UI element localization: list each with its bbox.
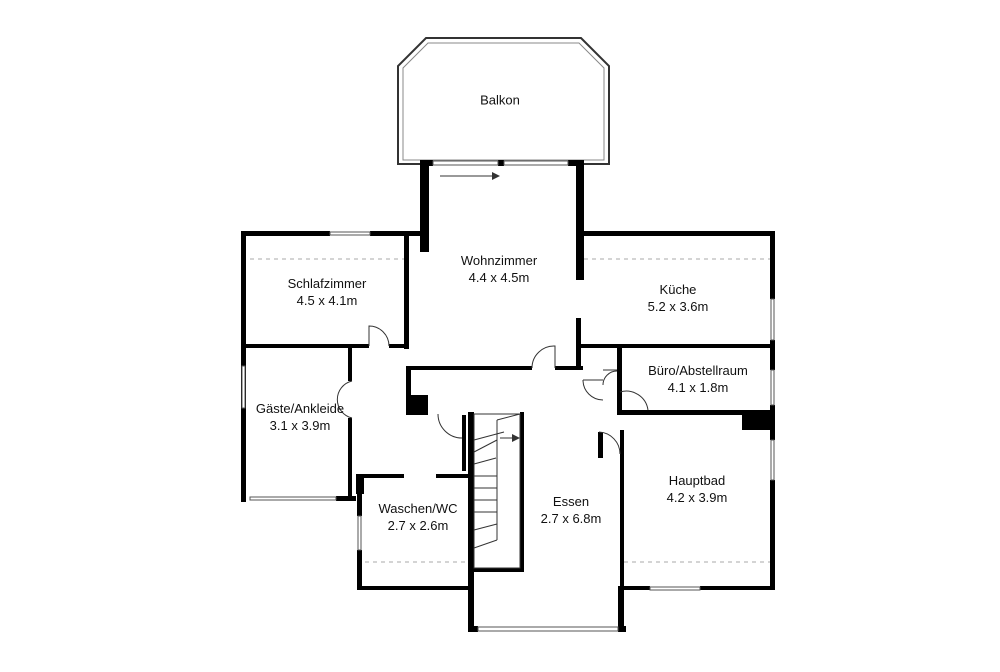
room-name: Büro/Abstellraum	[648, 363, 748, 378]
balcony-outline	[397, 37, 610, 165]
room-size: 4.4 x 4.5m	[468, 270, 530, 285]
room-size: 5.2 x 3.6m	[647, 299, 709, 314]
room-name: Küche	[659, 282, 697, 297]
sliding-door-arrow	[440, 172, 500, 180]
room-label-buero-abstellraum: Büro/Abstellraum 4.1 x 1.8m	[648, 362, 748, 396]
stairs	[473, 413, 521, 569]
room-label-gaeste-ankleide: Gäste/Ankleide 3.1 x 3.9m	[256, 400, 344, 434]
room-size: 3.1 x 3.9m	[269, 418, 331, 433]
room-name: Schlafzimmer	[287, 276, 367, 291]
room-name: Essen	[552, 494, 590, 509]
room-size: 2.7 x 6.8m	[540, 511, 602, 526]
door-swings	[336, 325, 649, 455]
room-size: 4.5 x 4.1m	[296, 293, 358, 308]
room-size: 2.7 x 2.6m	[387, 518, 449, 533]
room-label-wohnzimmer: Wohnzimmer 4.4 x 4.5m	[461, 252, 537, 286]
room-label-hauptbad: Hauptbad 4.2 x 3.9m	[667, 472, 728, 506]
room-size: 4.1 x 1.8m	[667, 380, 729, 395]
room-label-essen: Essen 2.7 x 6.8m	[541, 493, 602, 527]
room-name: Hauptbad	[668, 473, 726, 488]
room-label-balkon: Balkon	[480, 92, 520, 109]
room-label-kueche: Küche 5.2 x 3.6m	[648, 281, 709, 315]
walls	[241, 160, 775, 632]
room-label-schlafzimmer: Schlafzimmer 4.5 x 4.1m	[288, 275, 367, 309]
room-name: Waschen/WC	[378, 501, 458, 516]
room-name: Gäste/Ankleide	[255, 401, 345, 416]
room-size: 4.2 x 3.9m	[666, 490, 728, 505]
dashed-lines	[250, 258, 770, 563]
room-name: Wohnzimmer	[460, 253, 538, 268]
windows	[241, 160, 775, 632]
room-name: Balkon	[480, 92, 520, 108]
room-label-waschen-wc: Waschen/WC 2.7 x 2.6m	[379, 500, 458, 534]
